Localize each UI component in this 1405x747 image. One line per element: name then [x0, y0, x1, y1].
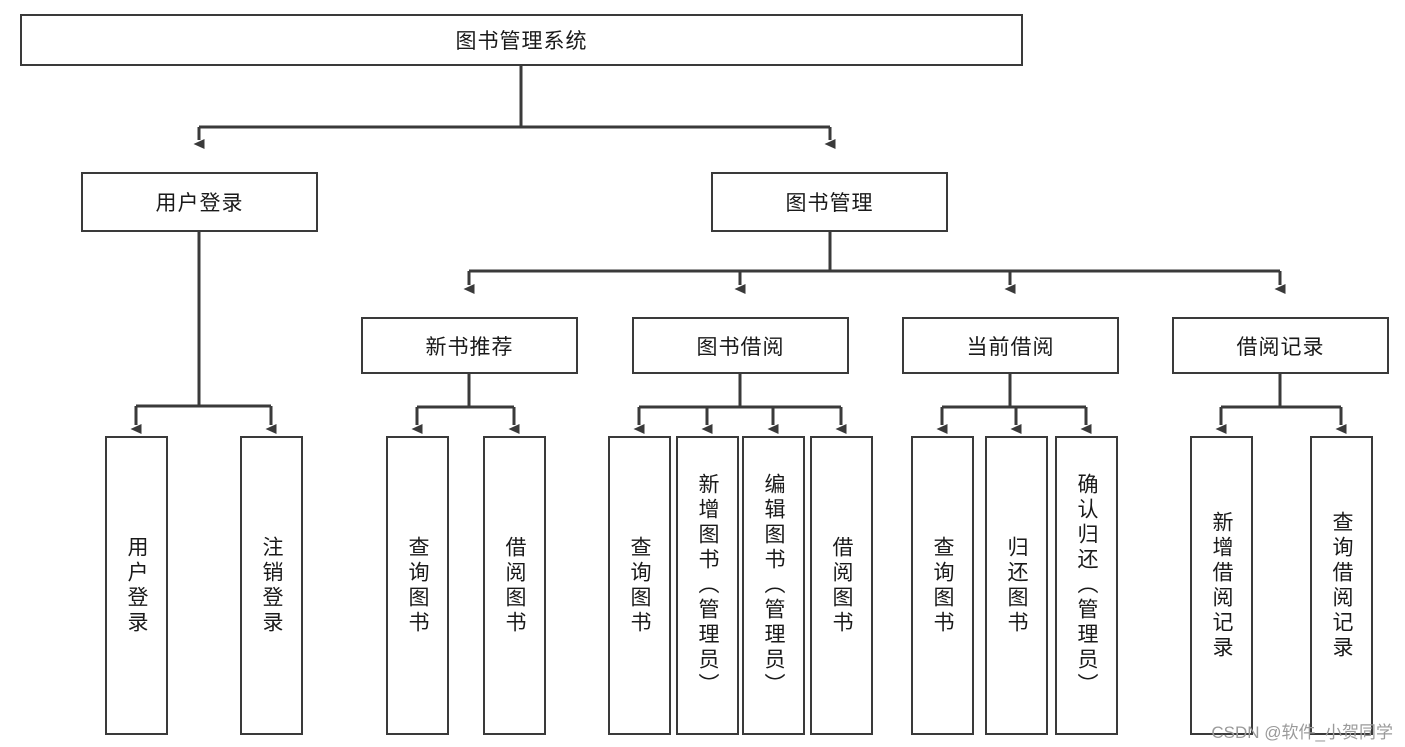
node-leaf-edit-book-label: 编辑图书（管理员） [762, 473, 785, 698]
node-user-login-label: 用户登录 [155, 192, 244, 215]
node-book-borrow-label: 图书借阅 [696, 335, 785, 359]
node-leaf-query-book-3-label: 查询图书 [931, 535, 954, 636]
node-book-borrow[interactable]: 图书借阅 [632, 317, 849, 374]
node-leaf-query-book-2-label: 查询图书 [628, 535, 651, 636]
node-leaf-borrow-book-2-label: 借阅图书 [830, 535, 853, 636]
node-leaf-borrow-book-2[interactable]: 借阅图书 [810, 436, 873, 735]
csdn-watermark: CSDN @软件_小贺同学 [1211, 723, 1393, 742]
node-new-book-recommend[interactable]: 新书推荐 [361, 317, 578, 374]
node-leaf-confirm-return-label: 确认归还（管理员） [1075, 473, 1098, 698]
node-current-borrow[interactable]: 当前借阅 [902, 317, 1119, 374]
node-leaf-borrow-book-1[interactable]: 借阅图书 [483, 436, 546, 735]
node-root-label: 图书管理系统 [455, 30, 588, 53]
node-leaf-query-book-1[interactable]: 查询图书 [386, 436, 449, 735]
node-leaf-return-book-label: 归还图书 [1005, 535, 1028, 636]
node-book-manage[interactable]: 图书管理 [711, 172, 948, 232]
node-leaf-add-book-label: 新增图书（管理员） [696, 473, 719, 698]
node-leaf-query-book-3[interactable]: 查询图书 [911, 436, 974, 735]
node-root[interactable]: 图书管理系统 [20, 14, 1023, 66]
node-leaf-add-record-label: 新增借阅记录 [1210, 510, 1233, 661]
node-leaf-add-record[interactable]: 新增借阅记录 [1190, 436, 1253, 735]
node-leaf-confirm-return[interactable]: 确认归还（管理员） [1055, 436, 1118, 735]
node-leaf-edit-book[interactable]: 编辑图书（管理员） [742, 436, 805, 735]
node-leaf-user-login-label: 用户登录 [125, 535, 148, 636]
node-leaf-query-book-2[interactable]: 查询图书 [608, 436, 671, 735]
node-leaf-add-book[interactable]: 新增图书（管理员） [676, 436, 739, 735]
node-leaf-query-record[interactable]: 查询借阅记录 [1310, 436, 1373, 735]
node-leaf-logout[interactable]: 注销登录 [240, 436, 303, 735]
node-borrow-record[interactable]: 借阅记录 [1172, 317, 1389, 374]
node-leaf-return-book[interactable]: 归还图书 [985, 436, 1048, 735]
node-new-book-recommend-label: 新书推荐 [425, 335, 514, 359]
node-current-borrow-label: 当前借阅 [966, 335, 1055, 359]
node-leaf-query-book-1-label: 查询图书 [406, 535, 429, 636]
node-book-manage-label: 图书管理 [785, 192, 874, 215]
node-leaf-logout-label: 注销登录 [260, 535, 283, 636]
node-leaf-user-login[interactable]: 用户登录 [105, 436, 168, 735]
node-leaf-borrow-book-1-label: 借阅图书 [503, 535, 526, 636]
node-borrow-record-label: 借阅记录 [1236, 335, 1325, 359]
node-leaf-query-record-label: 查询借阅记录 [1330, 510, 1353, 661]
node-user-login[interactable]: 用户登录 [81, 172, 318, 232]
